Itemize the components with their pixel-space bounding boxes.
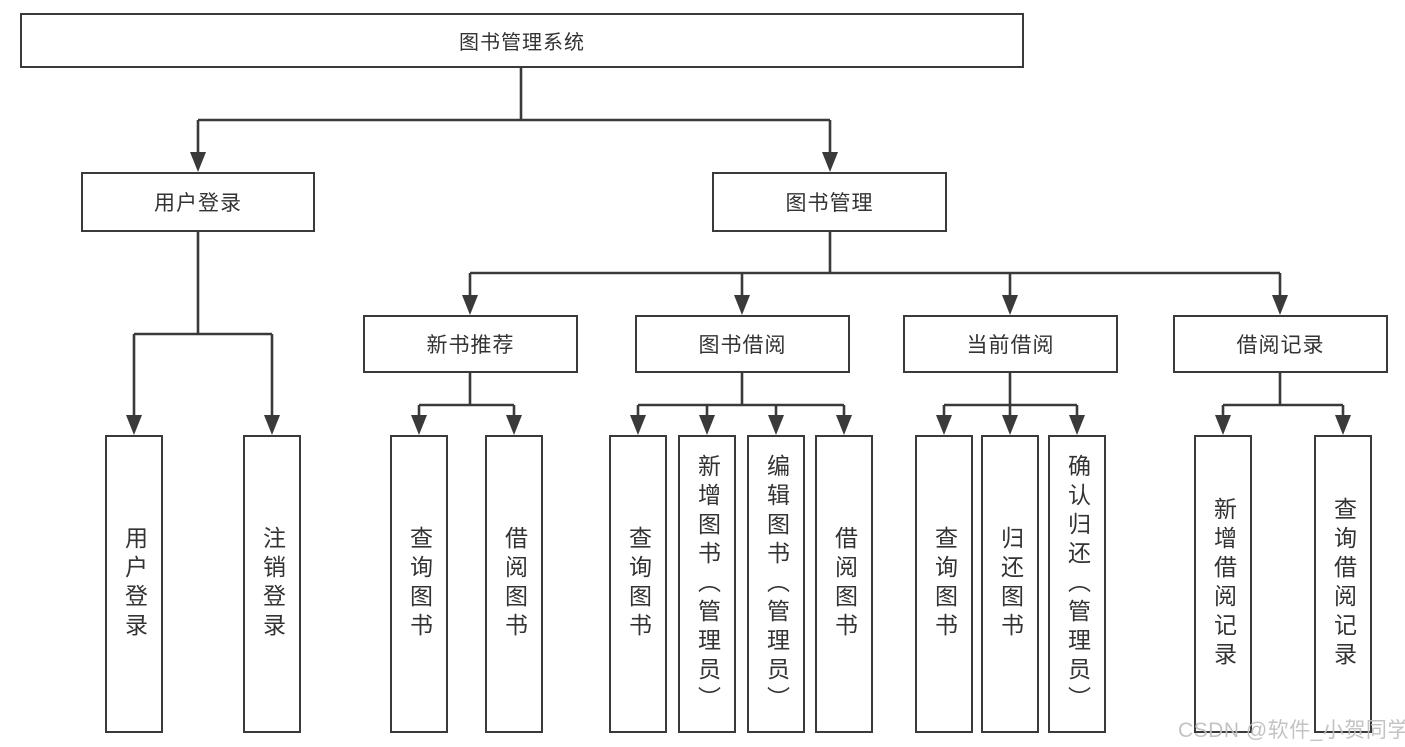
node-library-management-system: 图书管理系统 — [20, 13, 1024, 68]
leaf-borrow-books-recommend: 借阅图书 — [485, 435, 543, 733]
node-current-borrowing: 当前借阅 — [903, 315, 1118, 373]
leaf-confirm-return-admin: 确认归还（管理员） — [1048, 435, 1106, 733]
leaf-edit-books-admin: 编辑图书（管理员） — [747, 435, 805, 733]
leaf-query-borrow-record: 查询借阅记录 — [1314, 435, 1372, 733]
leaf-add-books-admin: 新增图书（管理员） — [678, 435, 736, 733]
node-borrowing-records: 借阅记录 — [1173, 315, 1388, 373]
leaf-borrow-books: 借阅图书 — [815, 435, 873, 733]
node-user-login: 用户登录 — [81, 172, 315, 232]
leaf-query-books-recommend: 查询图书 — [390, 435, 448, 733]
node-new-book-recommendation: 新书推荐 — [363, 315, 578, 373]
leaf-query-books-borrow: 查询图书 — [609, 435, 667, 733]
csdn-watermark: CSDN @软件_小贺同学 — [1178, 719, 1405, 742]
node-book-management: 图书管理 — [712, 172, 947, 232]
leaf-add-borrow-record: 新增借阅记录 — [1194, 435, 1252, 733]
leaf-return-books: 归还图书 — [981, 435, 1039, 733]
leaf-user-login: 用户登录 — [105, 435, 163, 733]
leaf-logout: 注销登录 — [243, 435, 301, 733]
leaf-query-books-current: 查询图书 — [915, 435, 973, 733]
node-book-borrowing: 图书借阅 — [635, 315, 850, 373]
